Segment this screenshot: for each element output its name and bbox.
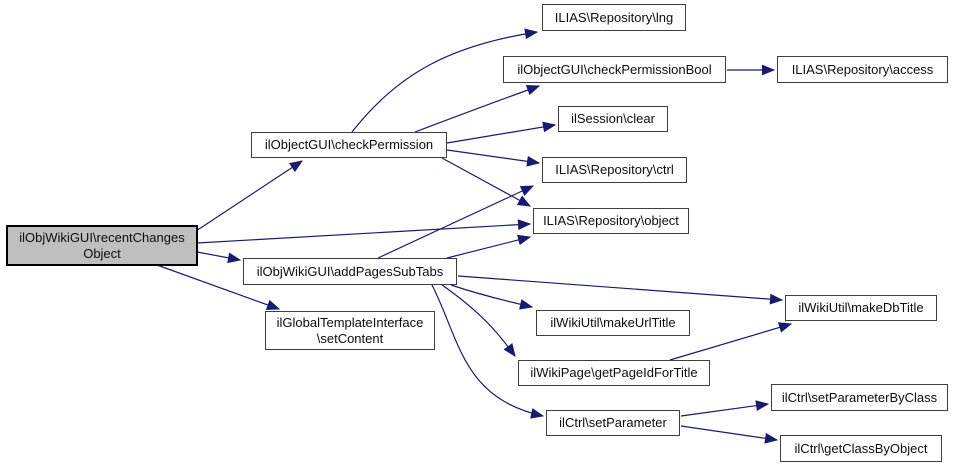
- edge-addpagessubtabs-to-makedbtitle: [457, 275, 784, 305]
- edge-checkpermission-to-clear: [446, 121, 557, 144]
- edge-addpagessubtabs-to-makeurltitle: [450, 284, 534, 310]
- graph-node-set-parameter-by-class[interactable]: ilCtrl\setParameterByClass: [771, 384, 948, 411]
- graph-node-set-parameter[interactable]: ilCtrl\setParameter: [546, 410, 680, 436]
- edge-recentchangesobject-to-object: [196, 219, 532, 244]
- edge-addpagessubtabs-to-ctrl: [377, 185, 535, 259]
- graph-node-add-pages-sub-tabs[interactable]: ilObjWikiGUI\addPagesSubTabs: [243, 258, 457, 285]
- graph-node-make-url-title[interactable]: ilWikiUtil\makeUrlTitle: [536, 310, 690, 336]
- edge-checkpermission-to-checkpermissionbool: [414, 84, 541, 133]
- graph-node-make-db-title[interactable]: ilWikiUtil\makeDbTitle: [785, 295, 937, 321]
- graph-node-check-permission-bool[interactable]: ilObjectGUI\checkPermissionBool: [503, 56, 726, 83]
- graph-node-get-class-by-object[interactable]: ilCtrl\getClassByObject: [780, 435, 942, 462]
- graph-node-get-page-id-for-title[interactable]: ilWikiPage\getPageIdForTitle: [518, 360, 710, 386]
- edge-addpagessubtabs-to-getpageidfortitle: [441, 284, 516, 357]
- edge-checkpermission-to-ctrl: [446, 149, 541, 167]
- graph-node-repository-object[interactable]: ILIAS\Repository\object: [533, 208, 689, 234]
- graph-node-set-content[interactable]: ilGlobalTemplateInterface \setContent: [265, 311, 435, 350]
- edge-getpageidfortitle-to-makedbtitle: [669, 322, 793, 361]
- edge-recentchangesobject-to-setcontent: [156, 264, 281, 311]
- edge-checkpermission-to-object: [441, 157, 532, 207]
- edge-addpagessubtabs-to-setparameter: [431, 284, 545, 419]
- edge-recentchangesobject-to-checkpermission: [195, 160, 304, 232]
- graph-node-check-permission[interactable]: ilObjectGUI\checkPermission: [251, 132, 447, 158]
- graph-node-session-clear[interactable]: ilSession\clear: [558, 106, 668, 132]
- edge-setparameter-to-setparameterbyclass: [680, 400, 770, 417]
- edge-checkpermission-to-lng: [351, 28, 539, 133]
- edge-setparameter-to-getclassbyobject: [680, 425, 779, 444]
- graph-node-repository-access[interactable]: ILIAS\Repository\access: [777, 56, 948, 83]
- graph-node-repository-ctrl[interactable]: ILIAS\Repository\ctrl: [542, 157, 687, 183]
- edge-addpagessubtabs-to-object: [446, 234, 532, 259]
- edge-recentchangesobject-to-addpagessubtabs: [196, 251, 242, 264]
- graph-node-repository-lng[interactable]: ILIAS\Repository\lng: [542, 4, 686, 31]
- graph-node-recent-changes-object: ilObjWikiGUI\recentChanges Object: [6, 225, 198, 266]
